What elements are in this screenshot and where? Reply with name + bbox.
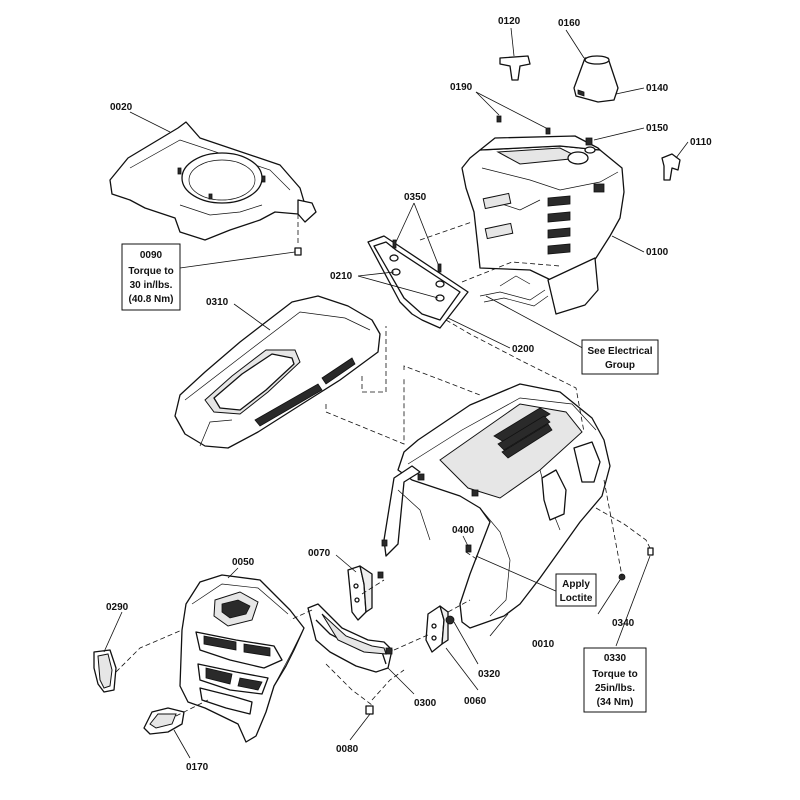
part-0060-bracket: [425, 605, 449, 653]
label-0120: 0120: [498, 16, 521, 27]
label-0300: 0300: [414, 698, 437, 709]
label-0340: 0340: [612, 618, 635, 629]
label-0110: 0110: [690, 137, 712, 148]
part-0090-screw: [294, 214, 302, 256]
part-0110-clip: [661, 153, 681, 181]
label-0080: 0080: [336, 744, 359, 755]
electrical-note-line1: See Electrical: [587, 346, 652, 357]
part-0320-nut: [445, 615, 455, 625]
label-0210: 0210: [330, 271, 353, 282]
part-0330-screw: [647, 547, 654, 556]
part-0070-bracket: [347, 565, 373, 621]
part-0160-knob: [573, 55, 619, 103]
note-0330-line1: Torque to: [592, 669, 637, 680]
loctite-note-line1: Apply: [562, 579, 590, 590]
label-0310: 0310: [206, 297, 229, 308]
label-0350: 0350: [404, 192, 427, 203]
label-0170: 0170: [186, 762, 209, 773]
label-0200: 0200: [512, 344, 535, 355]
note-0090-line3: (40.8 Nm): [128, 294, 173, 305]
label-0190: 0190: [450, 82, 473, 93]
note-0330-label: 0330: [604, 653, 627, 664]
label-0100: 0100: [646, 247, 669, 258]
part-0020-shroud: [109, 121, 317, 241]
part-0050-grille: [179, 574, 305, 743]
torque-note-0090: 0090 Torque to 30 in/lbs. (40.8 Nm): [121, 243, 181, 311]
electrical-harness: [479, 275, 549, 307]
part-0300-bumper: [307, 603, 393, 673]
part-0010-body: [377, 383, 611, 629]
part-0100-dash: [461, 135, 625, 315]
electrical-note: See Electrical Group: [581, 339, 659, 375]
label-0320: 0320: [478, 669, 501, 680]
note-0090-line2: 30 in/lbs.: [130, 280, 173, 291]
torque-note-0330: 0330 Torque to 25in/lbs. (34 Nm): [583, 647, 647, 713]
part-0290-headlight: [93, 649, 117, 693]
part-0190-screws: [496, 115, 551, 135]
label-0140: 0140: [646, 83, 669, 94]
label-0070: 0070: [308, 548, 331, 559]
leader-lines: [103, 27, 689, 759]
part-labels: 0020 0120 0160 0190 0140 0150 0110 0100 …: [106, 16, 712, 773]
part-0200-bracket: [367, 235, 469, 329]
label-0010: 0010: [532, 639, 555, 650]
label-0400: 0400: [452, 525, 475, 536]
part-0080-screw: [365, 705, 374, 715]
note-0330-line2: 25in/lbs.: [595, 683, 635, 694]
assembly-lines: [115, 221, 651, 717]
note-0330-line3: (34 Nm): [597, 697, 634, 708]
part-0340-nut: [618, 573, 626, 581]
label-0020: 0020: [110, 102, 133, 113]
loctite-note: Apply Loctite: [555, 573, 597, 607]
label-0060: 0060: [464, 696, 487, 707]
part-0400-bolt: [465, 544, 472, 553]
label-0290: 0290: [106, 602, 129, 613]
label-0150: 0150: [646, 123, 669, 134]
note-0090-line1: Torque to: [128, 266, 173, 277]
part-0120-key: [499, 55, 531, 81]
loctite-note-line2: Loctite: [560, 593, 593, 604]
electrical-note-line2: Group: [605, 360, 635, 371]
label-0160: 0160: [558, 18, 581, 29]
part-0140-0150-fasteners: [584, 137, 596, 154]
label-0050: 0050: [232, 557, 255, 568]
note-0090-label: 0090: [140, 250, 163, 261]
part-0170-lens: [143, 707, 185, 735]
part-0310-hood: [174, 295, 381, 449]
